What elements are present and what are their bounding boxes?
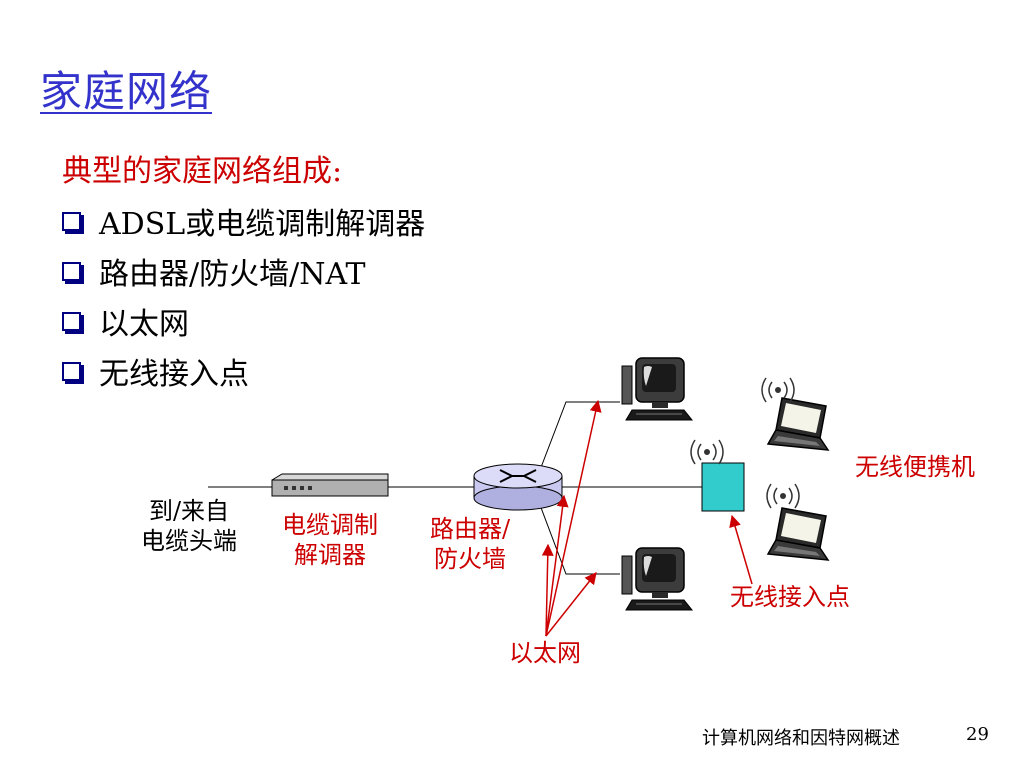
bullet-text: 无线接入点	[99, 357, 249, 392]
checkbox-bullet-icon	[62, 311, 81, 331]
page-number: 29	[966, 724, 989, 745]
bullet-list: ADSL或电缆调制解调器 路由器/防火墙/NAT 以太网 无线接入点	[62, 196, 425, 396]
ethernet-arrow	[545, 572, 597, 637]
router-icon	[473, 463, 563, 511]
bullet-item: 无线接入点	[62, 346, 425, 396]
wireless-signal-icon	[761, 377, 795, 403]
access-point-label: 无线接入点	[730, 583, 850, 611]
intro-text: 典型的家庭网络组成:	[62, 154, 343, 189]
bullet-text: 路由器/防火墙/NAT	[99, 257, 366, 292]
wireless-laptops-label: 无线便携机	[855, 453, 975, 481]
ethernet-arrow	[541, 543, 554, 637]
bullet-item: ADSL或电缆调制解调器	[62, 196, 425, 246]
access-point-icon	[701, 462, 745, 512]
footer-course-title: 计算机网络和因特网概述	[702, 728, 900, 749]
desktop-computer-icon	[621, 357, 693, 421]
laptop-icon	[767, 397, 829, 451]
bullet-text: 以太网	[99, 307, 189, 342]
checkbox-bullet-icon	[62, 211, 81, 231]
router-pc1-link	[539, 401, 620, 471]
cable-modem-label: 电缆调制 解调器	[282, 511, 378, 569]
desktop-computer-icon	[621, 547, 693, 611]
access-point-arrow	[729, 514, 753, 585]
router-firewall-label: 路由器/ 防火墙	[429, 515, 511, 573]
bullet-item: 路由器/防火墙/NAT	[62, 246, 425, 296]
laptop-icon	[767, 507, 829, 561]
bullet-item: 以太网	[62, 296, 425, 346]
cable-modem-icon	[271, 473, 389, 497]
checkbox-bullet-icon	[62, 361, 81, 381]
ethernet-arrow	[545, 399, 602, 637]
bullet-text: ADSL或电缆调制解调器	[99, 207, 426, 242]
wireless-signal-icon	[690, 439, 724, 465]
ethernet-arrow	[545, 494, 569, 637]
router-pc2-link	[539, 504, 620, 575]
ethernet-label: 以太网	[509, 639, 581, 667]
checkbox-bullet-icon	[62, 261, 81, 281]
wireless-signal-icon	[766, 483, 800, 509]
cable-headend-label: 到/来自 电缆头端	[141, 497, 237, 555]
page-title: 家庭网络	[40, 67, 213, 116]
